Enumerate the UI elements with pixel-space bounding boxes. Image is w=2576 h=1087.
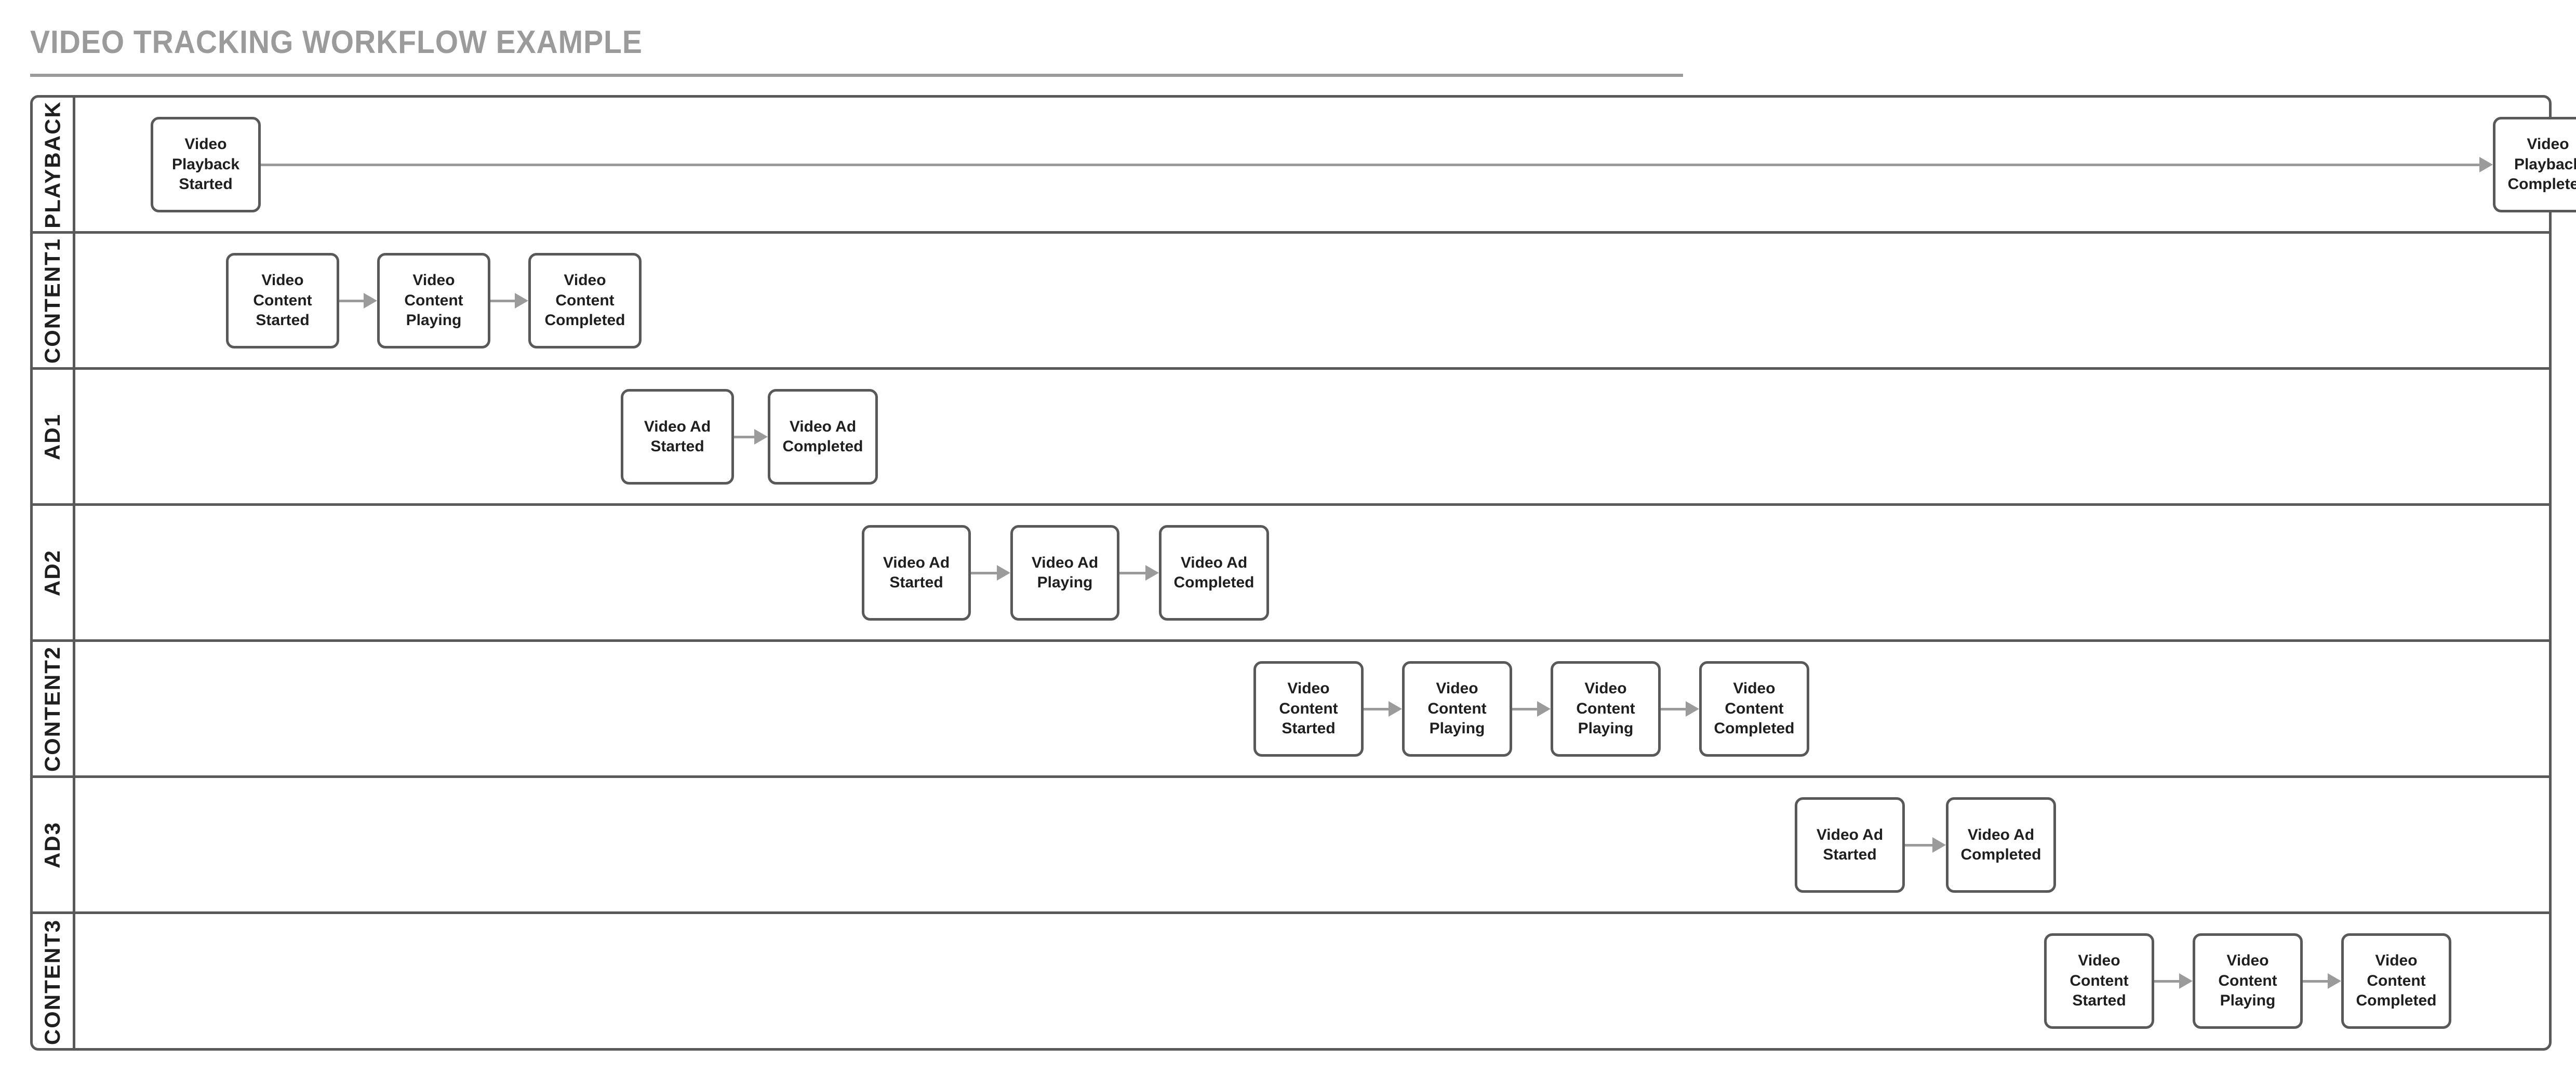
lane-header-ad2: AD2: [33, 506, 75, 639]
flow-arrow-c2b-to-c2c: [1512, 708, 1537, 710]
page-title: VIDEO TRACKING WORKFLOW EXAMPLE: [30, 24, 643, 60]
flow-arrow-a2b-to-a2c: [1119, 572, 1145, 574]
task-node-a1a[interactable]: Video Ad Started: [621, 389, 734, 485]
arrowhead-icon: [515, 293, 528, 308]
arrowhead-icon: [754, 429, 768, 445]
lane-header-content2: CONTENT2: [33, 642, 75, 775]
lane-label-content1: CONTENT1: [40, 237, 65, 364]
lane-label-playback: PLAYBACK: [40, 100, 65, 229]
arrowhead-icon: [2479, 157, 2493, 172]
task-node-a2b[interactable]: Video Ad Playing: [1010, 525, 1119, 621]
lane-header-ad3: AD3: [33, 778, 75, 911]
lane-header-content3: CONTENT3: [33, 914, 75, 1050]
task-node-label: Video Ad Started: [883, 554, 950, 591]
lane-header-ad1: AD1: [33, 370, 75, 503]
lane-label-content2: CONTENT2: [40, 646, 65, 772]
flow-arrow-c1a-to-c1b: [339, 300, 364, 302]
arrowhead-icon: [1932, 837, 1946, 853]
task-node-label: Video PlaybackCompleted: [2507, 136, 2576, 193]
task-node-a2a[interactable]: Video Ad Started: [862, 525, 971, 621]
lane-header-playback: PLAYBACK: [33, 98, 75, 231]
flow-arrow-c3b-to-c3c: [2303, 980, 2328, 983]
arrowhead-icon: [1389, 701, 1402, 717]
task-node-a3a[interactable]: Video Ad Started: [1795, 797, 1905, 893]
flow-arrow-c3a-to-c3b: [2154, 980, 2179, 983]
arrowhead-icon: [1537, 701, 1551, 717]
flow-arrow-a2a-to-a2b: [971, 572, 997, 574]
lane-label-ad3: AD3: [40, 821, 65, 868]
arrowhead-icon: [997, 565, 1010, 581]
lane-header-content1: CONTENT1: [33, 234, 75, 367]
flow-arrow-a3a-to-a3b: [1905, 844, 1932, 847]
flow-arrow-c2a-to-c2b: [1364, 708, 1389, 710]
arrowhead-icon: [364, 293, 377, 308]
lane-label-content3: CONTENT3: [40, 919, 65, 1045]
arrowhead-icon: [2328, 973, 2341, 989]
task-node-label: Video Ad Playing: [1031, 554, 1099, 591]
title-divider: [30, 74, 1683, 77]
arrowhead-icon: [2179, 973, 2193, 989]
lane-label-ad1: AD1: [40, 413, 65, 460]
flow-arrow-c1b-to-c1c: [490, 300, 515, 302]
arrowhead-icon: [1145, 565, 1159, 581]
task-node-p2[interactable]: Video PlaybackCompleted: [2493, 117, 2576, 212]
task-node-label: Video Ad Started: [1816, 826, 1884, 863]
arrowhead-icon: [1686, 701, 1699, 717]
lane-label-ad2: AD2: [40, 549, 65, 596]
flow-arrow-a1a-to-a1b: [734, 436, 754, 438]
task-node-label: Video Ad Started: [644, 418, 711, 455]
lane-body-ad2: Video Ad Started Video Ad Playing Video Ad…: [75, 506, 2549, 639]
flow-arrow-p1-to-p2: [261, 164, 2479, 166]
flow-arrow-c2c-to-c2d: [1661, 708, 1686, 710]
